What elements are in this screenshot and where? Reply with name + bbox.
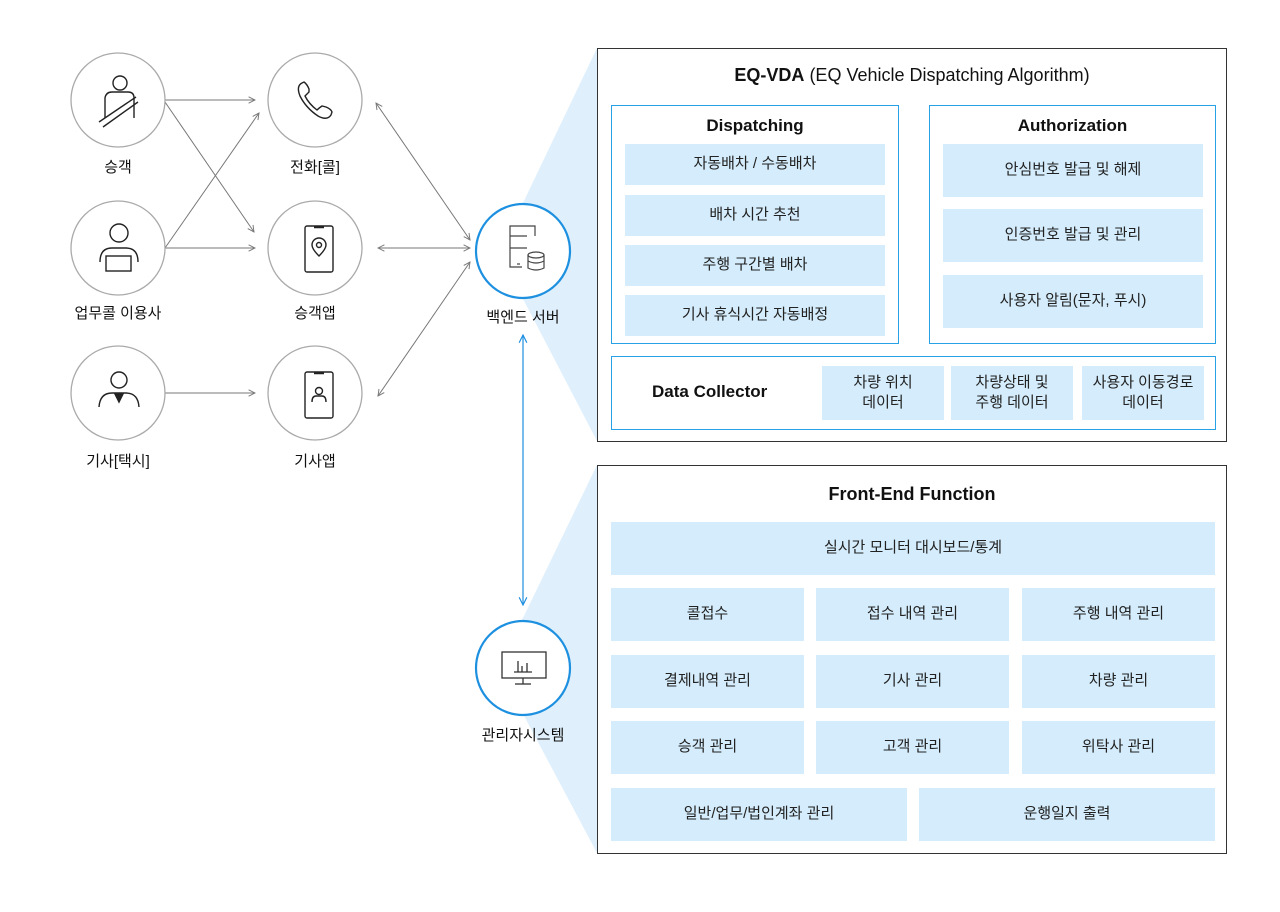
smartphone-location-icon — [304, 225, 334, 273]
eq-vda-title-bold: EQ-VDA — [734, 65, 805, 85]
driver-app-label: 기사앱 — [294, 453, 336, 470]
front-end-item: 콜접수 — [611, 588, 804, 641]
driver-person-icon — [98, 371, 140, 408]
front-end-item: 결제내역 관리 — [611, 655, 804, 708]
connector-driverapp-backend — [378, 262, 470, 396]
authorization-module: Authorization 안심번호 발급 및 해제 인증번호 발급 및 관리 … — [929, 105, 1216, 344]
business-user-label: 업무콜 이용사 — [74, 305, 162, 322]
eq-vda-title-rest: (EQ Vehicle Dispatching Algorithm) — [804, 65, 1090, 85]
phone-icon — [297, 81, 333, 119]
dispatching-module: Dispatching 자동배차 / 수동배차 배차 시간 추천 주행 구간별 … — [611, 105, 899, 344]
front-end-item: 차량 관리 — [1022, 655, 1215, 708]
dispatching-item: 배차 시간 추천 — [625, 195, 885, 236]
front-end-title: Front-End Function — [828, 484, 996, 504]
authorization-item: 사용자 알림(문자, 푸시) — [943, 275, 1203, 328]
passenger-label: 승객 — [104, 159, 132, 176]
office-worker-icon — [99, 223, 139, 272]
node-driver — [70, 345, 166, 441]
front-end-item: 승객 관리 — [611, 721, 804, 774]
node-admin-system — [474, 619, 572, 717]
dispatching-item: 주행 구간별 배차 — [625, 245, 885, 286]
front-end-panel: Front-End Function 실시간 모니터 대시보드/통계 콜접수 접… — [597, 465, 1227, 854]
dispatching-item: 기사 휴식시간 자동배정 — [625, 295, 885, 336]
front-end-item: 위탁사 관리 — [1022, 721, 1215, 774]
node-passenger — [70, 52, 166, 148]
connector-business-phone — [164, 113, 259, 249]
admin-system-label: 관리자시스템 — [481, 727, 565, 744]
authorization-item: 안심번호 발급 및 해제 — [943, 144, 1203, 197]
eq-vda-panel: EQ-VDA (EQ Vehicle Dispatching Algorithm… — [597, 48, 1227, 442]
node-driver-app — [267, 345, 363, 441]
node-passenger-app — [267, 200, 363, 296]
front-end-item: 기사 관리 — [816, 655, 1009, 708]
connector-passenger-app — [164, 101, 254, 232]
authorization-item: 인증번호 발급 및 관리 — [943, 209, 1203, 262]
data-collector-title: Data Collector — [652, 382, 768, 401]
node-phone-call — [267, 52, 363, 148]
dispatching-title: Dispatching — [706, 116, 804, 135]
node-backend-server — [474, 202, 572, 300]
phone-call-label: 전화[콜] — [290, 159, 340, 176]
server-database-icon — [509, 225, 545, 271]
front-end-dashboard-item: 실시간 모니터 대시보드/통계 — [611, 522, 1215, 575]
monitor-chart-icon — [501, 651, 547, 685]
smartphone-user-icon — [304, 371, 334, 419]
node-business-user — [70, 200, 166, 296]
driver-label: 기사[택시] — [86, 453, 150, 470]
data-collector-module: Data Collector 차량 위치 데이터 차량상태 및 주행 데이터 사… — [611, 356, 1216, 430]
data-collector-item: 차량상태 및 주행 데이터 — [951, 366, 1073, 420]
authorization-title: Authorization — [1017, 116, 1128, 135]
dispatching-item: 자동배차 / 수동배차 — [625, 144, 885, 185]
front-end-item: 운행일지 출력 — [919, 788, 1215, 841]
front-end-item: 일반/업무/법인계좌 관리 — [611, 788, 907, 841]
data-collector-item: 사용자 이동경로 데이터 — [1082, 366, 1204, 420]
seatbelt-passenger-icon — [98, 75, 139, 128]
eq-vda-title: EQ-VDA (EQ Vehicle Dispatching Algorithm… — [598, 65, 1226, 86]
front-end-item: 주행 내역 관리 — [1022, 588, 1215, 641]
connector-phone-backend — [376, 103, 470, 240]
passenger-app-label: 승객앱 — [294, 305, 336, 322]
data-collector-item: 차량 위치 데이터 — [822, 366, 944, 420]
backend-server-label: 백엔드 서버 — [486, 309, 560, 326]
front-end-item: 접수 내역 관리 — [816, 588, 1009, 641]
front-end-item: 고객 관리 — [816, 721, 1009, 774]
